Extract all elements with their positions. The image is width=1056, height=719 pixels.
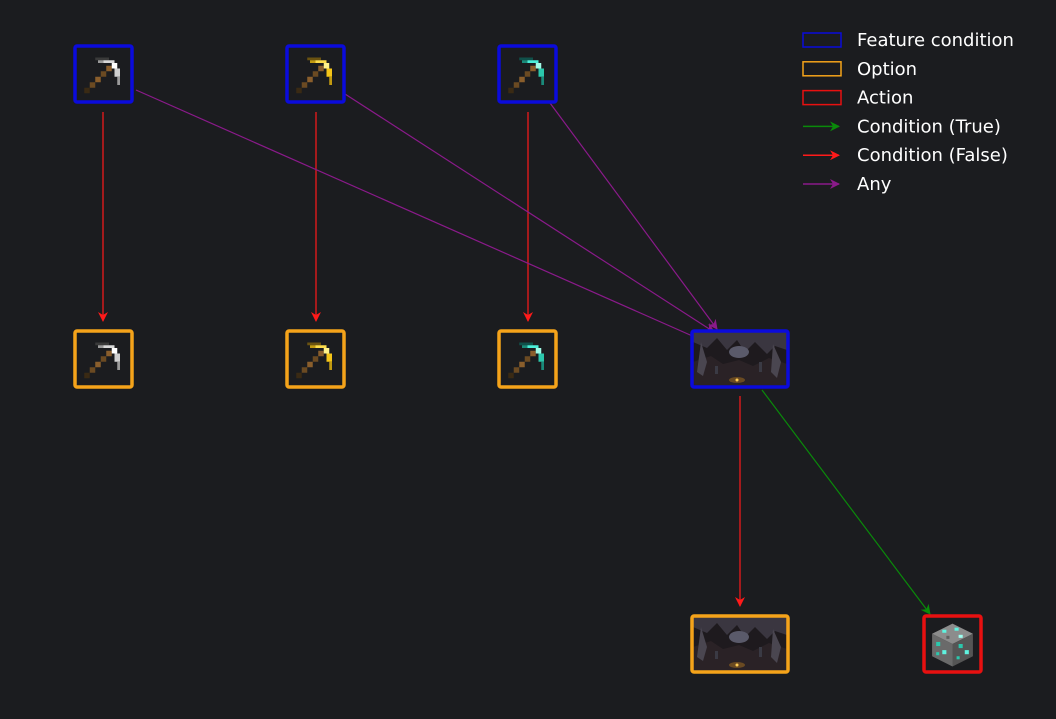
node-cave-condition <box>690 329 790 389</box>
node-gold-pickaxe-condition <box>285 44 346 104</box>
node-cave-option <box>690 614 790 674</box>
legend-item-action: Action <box>802 88 913 109</box>
node-iron-pickaxe-condition <box>73 44 134 104</box>
feature-condition-border <box>690 329 790 389</box>
node-gold-pickaxe-option <box>285 329 346 389</box>
legend-item-feature-condition: Feature condition <box>802 30 1014 51</box>
legend-label-feature-condition: Feature condition <box>857 30 1014 51</box>
edge-iron-pickaxe-condition-to-cave-condition <box>135 89 707 343</box>
node-diamond-pickaxe-condition <box>497 44 558 104</box>
gold-pickaxe-icon <box>296 342 332 379</box>
cave-image-icon <box>693 332 787 386</box>
option-border <box>497 329 558 389</box>
option-border <box>690 614 790 674</box>
node-iron-pickaxe-option <box>73 329 134 389</box>
legend-swatch-option <box>802 61 842 77</box>
legend-label-option: Option <box>857 59 917 80</box>
option-border <box>73 329 134 389</box>
node-diamond-pickaxe-option <box>497 329 558 389</box>
legend-label-action: Action <box>857 88 913 109</box>
edge-diamond-pickaxe-condition-to-cave-condition <box>549 102 718 330</box>
feature-condition-border <box>73 44 134 104</box>
diamond-ore-icon <box>932 623 973 667</box>
feature-condition-border <box>497 44 558 104</box>
edges-layer <box>98 89 931 615</box>
legend-item-any: Any <box>803 174 892 195</box>
legend-item-option: Option <box>802 59 917 80</box>
legend-label-condition-false: Condition (False) <box>857 145 1008 166</box>
diamond-pickaxe-icon <box>508 57 544 94</box>
legend-swatch-action <box>802 89 842 106</box>
gold-pickaxe-icon <box>296 57 332 94</box>
iron-pickaxe-icon <box>84 342 120 379</box>
legend-label-condition-true: Condition (True) <box>857 116 1001 137</box>
edge-cave-condition-to-diamond-ore-action <box>761 389 931 615</box>
nodes-layer <box>73 44 983 674</box>
iron-pickaxe-icon <box>84 57 120 94</box>
action-border <box>922 614 983 674</box>
feature-condition-border <box>285 44 346 104</box>
cave-image-icon <box>693 617 787 671</box>
legend-swatch-feature-condition <box>802 32 842 48</box>
option-border <box>285 329 346 389</box>
node-diamond-ore-action <box>922 614 983 674</box>
legend-item-condition-false: Condition (False) <box>803 145 1008 166</box>
legend-label-any: Any <box>857 174 892 195</box>
legend-item-condition-true: Condition (True) <box>803 116 1001 137</box>
diamond-pickaxe-icon <box>508 342 544 379</box>
edge-gold-pickaxe-condition-to-cave-condition <box>344 93 715 333</box>
